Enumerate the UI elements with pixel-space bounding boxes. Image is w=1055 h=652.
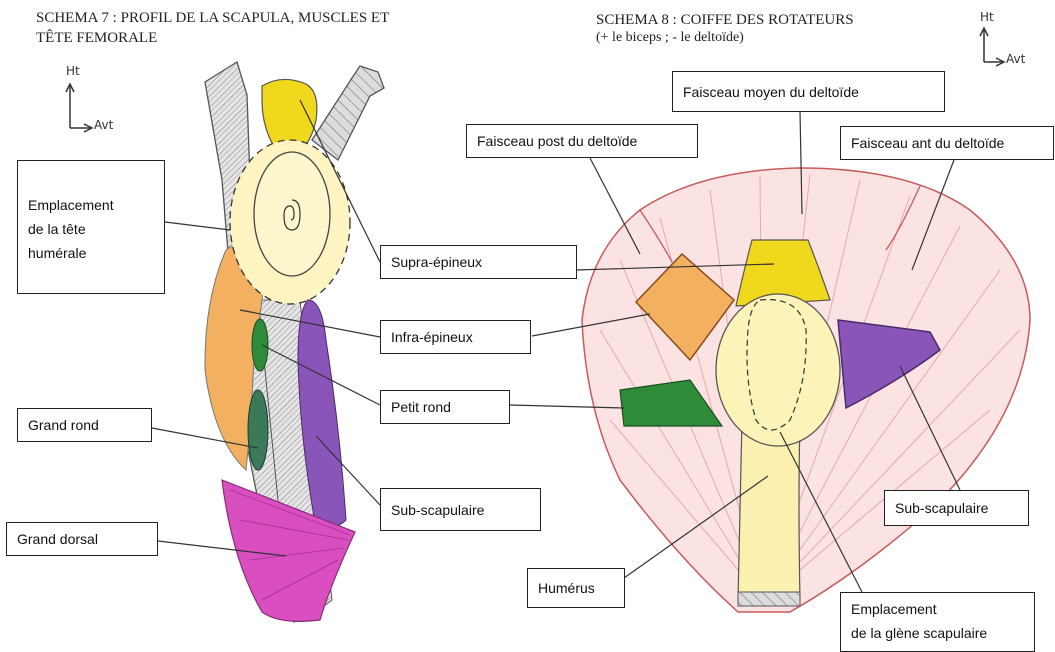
orientation-arrows-icon xyxy=(65,82,94,133)
deltoid-division-ant xyxy=(885,185,921,251)
schema8-title-line1: SCHEMA 8 : COIFFE DES ROTATEURS xyxy=(596,12,854,28)
teres-major-muscle-7 xyxy=(247,389,269,471)
glenoid-spiral xyxy=(283,199,301,231)
label-humerus: Humérus xyxy=(527,568,625,608)
orientation-forward-label: Avt xyxy=(94,118,114,132)
label-subscapularis-8: Sub-scapulaire xyxy=(884,490,1029,526)
label-line: humérale xyxy=(28,245,87,261)
latissimus-fibers xyxy=(229,489,351,601)
label-humeral-head-location: Emplacement de la tête humérale xyxy=(17,160,165,294)
label-line: Emplacement xyxy=(851,601,937,617)
label-latissimus-dorsi: Grand dorsal xyxy=(6,522,158,556)
label-glenoid-location: Emplacement de la glène scapulaire xyxy=(840,592,1035,652)
schema7-title-line2: TÊTE FEMORALE xyxy=(36,30,158,46)
humerus-cut xyxy=(737,591,801,607)
label-line: de la glène scapulaire xyxy=(851,625,988,641)
humerus-head xyxy=(715,293,841,447)
teres-minor-muscle-7 xyxy=(251,318,269,372)
schema7-title-line1: SCHEMA 7 : PROFIL DE LA SCAPULA, MUSCLES… xyxy=(36,10,390,26)
label-teres-minor: Petit rond xyxy=(380,390,510,424)
orientation-forward-label: Avt xyxy=(1006,52,1026,66)
glene-location xyxy=(746,298,807,431)
label-supraspinatus: Supra-épineux xyxy=(380,245,577,279)
schema8-leader-lines xyxy=(509,111,961,593)
teres-minor-muscle-8 xyxy=(619,379,724,427)
coracoid-process xyxy=(311,65,385,161)
label-deltoid-middle: Faisceau moyen du deltoïde xyxy=(672,71,945,112)
deltoid-division-post xyxy=(639,209,673,263)
orientation-arrows-icon xyxy=(979,26,1006,67)
orientation-marker-7: Ht Avt xyxy=(64,64,134,134)
orientation-up-label: Ht xyxy=(980,10,994,24)
infraspinatus-muscle-8 xyxy=(634,252,736,362)
subscapularis-muscle-8 xyxy=(837,319,941,410)
humerus-shaft xyxy=(737,419,801,601)
label-deltoid-posterior: Faisceau post du deltoïde xyxy=(466,124,698,158)
label-teres-major: Grand rond xyxy=(17,408,152,442)
schema7-leader-lines xyxy=(151,99,381,557)
label-subscapularis-7: Sub-scapulaire xyxy=(380,488,541,531)
label-line: Emplacement xyxy=(28,197,114,213)
latissimus-dorsi-muscle-7 xyxy=(221,479,356,622)
label-infraspinatus: Infra-épineux xyxy=(380,320,531,354)
glenoid-cavity xyxy=(253,151,331,277)
label-deltoid-anterior: Faisceau ant du deltoïde xyxy=(840,126,1054,160)
orientation-up-label: Ht xyxy=(66,64,80,78)
label-line: de la tête xyxy=(28,221,86,237)
schema8-title-line2: (+ le biceps ; - le deltoïde) xyxy=(596,30,744,45)
supraspinatus-muscle-7 xyxy=(261,78,318,153)
orientation-marker-8: Ht Avt xyxy=(978,10,1048,80)
